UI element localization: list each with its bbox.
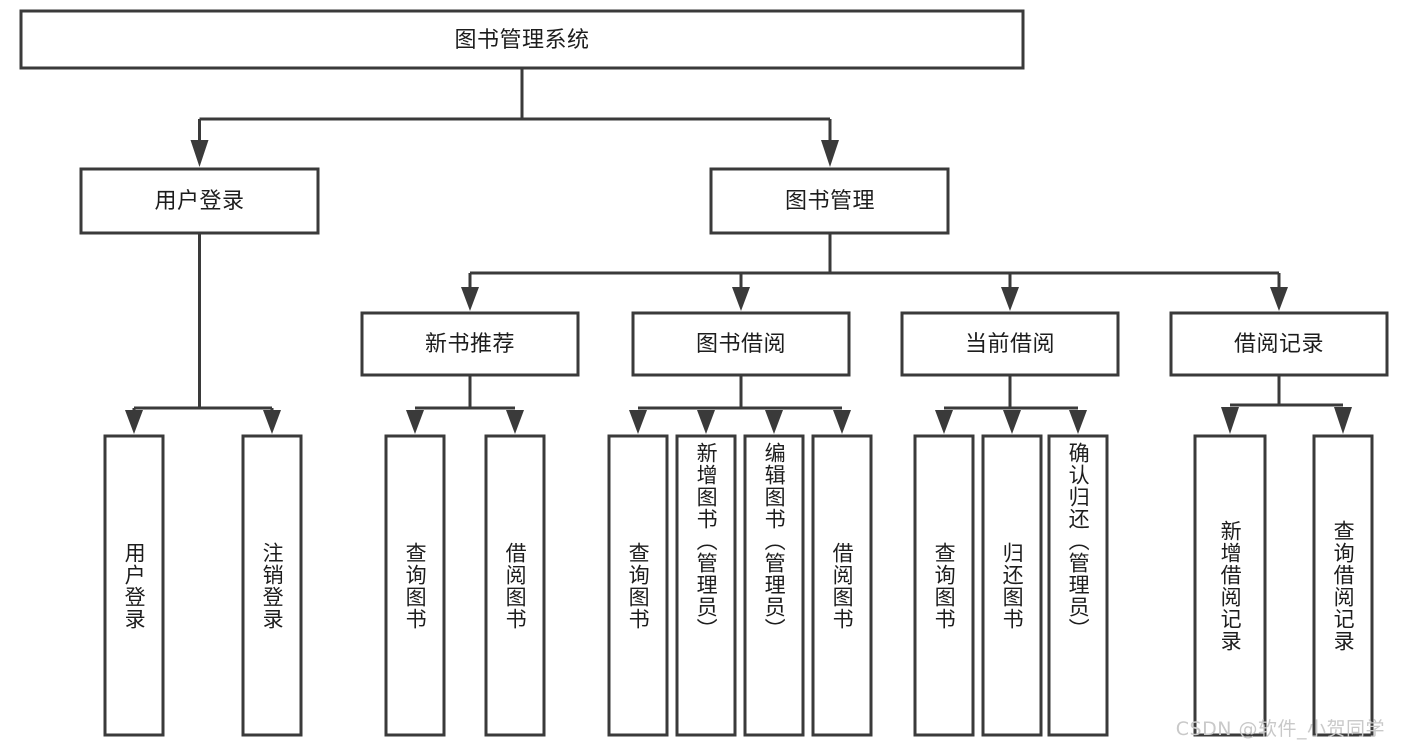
arrow-head-borrow-record xyxy=(1270,287,1288,311)
node-book-manage-box[interactable] xyxy=(709,167,950,235)
arrow-head-leaf-query-book-recommend xyxy=(406,410,424,434)
leaf-box-edit-book-admin[interactable] xyxy=(743,434,805,737)
node-borrow-record-label: 借阅记录 xyxy=(1234,332,1324,357)
leaf-box-add-borrow-record[interactable] xyxy=(1193,434,1267,737)
leaf-box-borrow-book-recommend[interactable] xyxy=(484,434,546,737)
leaf-box-return-book[interactable] xyxy=(981,434,1043,737)
arrow-head-leaf-user-login xyxy=(125,410,143,434)
arrow-head-leaf-borrow-book-recommend xyxy=(506,410,524,434)
arrow-head-book-manage xyxy=(821,140,839,167)
node-book-manage[interactable]: 图书管理 xyxy=(709,167,950,235)
node-root-label: 图书管理系统 xyxy=(454,28,589,53)
watermark-text: CSDN @软件_小贺同学 xyxy=(1175,718,1385,740)
node-user-login[interactable]: 用户登录 xyxy=(79,167,320,235)
arrow-head-leaf-edit-book-admin xyxy=(765,410,783,434)
leaf-box-user-login[interactable] xyxy=(103,434,165,737)
connector-group-user-login xyxy=(125,233,281,434)
arrow-head-leaf-borrow-book xyxy=(833,410,851,434)
arrow-head-leaf-add-borrow-record xyxy=(1221,407,1239,434)
arrow-head-leaf-query-book-borrow xyxy=(629,410,647,434)
node-root-box[interactable] xyxy=(19,9,1025,70)
arrow-head-leaf-query-book-current xyxy=(935,410,953,434)
connector-group-book-borrow xyxy=(629,375,851,434)
arrow-head-leaf-return-book xyxy=(1003,410,1021,434)
leaf-box-query-book-borrow[interactable] xyxy=(607,434,669,737)
arrow-head-leaf-query-borrow-record xyxy=(1334,407,1352,434)
node-new-book-recommend[interactable]: 新书推荐 xyxy=(360,311,580,377)
arrow-head-new-book-recommend xyxy=(461,287,479,311)
node-new-book-recommend-box[interactable] xyxy=(360,311,580,377)
arrow-head-user-login xyxy=(190,140,209,167)
node-current-borrow[interactable]: 当前借阅 xyxy=(900,311,1120,377)
node-book-borrow-label: 图书借阅 xyxy=(696,332,786,357)
leaf-box-confirm-return-admin[interactable] xyxy=(1047,434,1109,737)
connector-group-root xyxy=(190,68,839,167)
leaf-box-query-borrow-record[interactable] xyxy=(1312,434,1374,737)
arrow-head-leaf-logout xyxy=(263,410,281,434)
node-borrow-record-box[interactable] xyxy=(1169,311,1389,377)
arrow-head-leaf-add-book-admin xyxy=(697,410,715,434)
leaf-box-logout[interactable] xyxy=(241,434,303,737)
leaf-box-add-book-admin[interactable] xyxy=(675,434,737,737)
node-user-login-box[interactable] xyxy=(79,167,320,235)
connector-group-book-manage xyxy=(461,233,1288,311)
node-book-manage-label: 图书管理 xyxy=(785,189,875,214)
arrow-head-book-borrow xyxy=(732,287,750,311)
arrow-head-leaf-confirm-return-admin xyxy=(1069,410,1087,434)
arrow-head-current-borrow xyxy=(1001,287,1019,311)
leaf-box-query-book-recommend[interactable] xyxy=(384,434,446,737)
leaf-box-borrow-book[interactable] xyxy=(811,434,873,737)
node-root[interactable]: 图书管理系统 xyxy=(19,9,1025,70)
node-borrow-record[interactable]: 借阅记录 xyxy=(1169,311,1389,377)
node-new-book-recommend-label: 新书推荐 xyxy=(425,332,515,357)
connector-group-borrow-record xyxy=(1221,375,1352,434)
leaf-box-query-book-current[interactable] xyxy=(913,434,975,737)
connector-group-new-book-recommend xyxy=(406,375,524,434)
node-book-borrow-box[interactable] xyxy=(631,311,851,377)
node-current-borrow-box[interactable] xyxy=(900,311,1120,377)
connector-group-current-borrow xyxy=(935,375,1087,434)
node-book-borrow[interactable]: 图书借阅 xyxy=(631,311,851,377)
node-user-login-label: 用户登录 xyxy=(154,189,244,214)
node-current-borrow-label: 当前借阅 xyxy=(965,332,1055,357)
